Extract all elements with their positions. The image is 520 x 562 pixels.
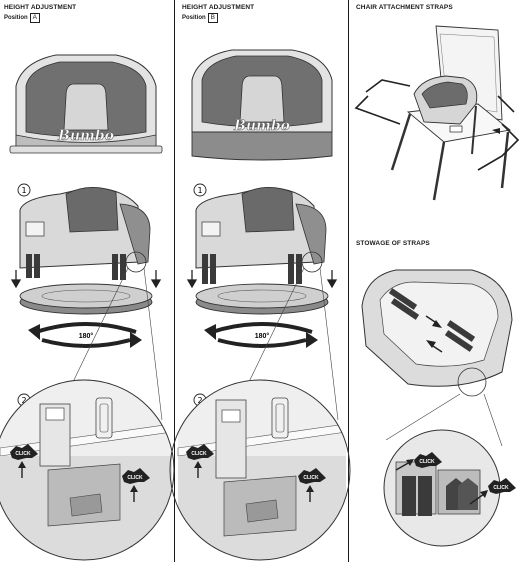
click-badge-left: CLICK <box>186 444 214 478</box>
click-badge-left: CLICK <box>10 444 38 478</box>
click-label: CLICK <box>419 459 435 465</box>
zoom-detail-circle <box>169 379 351 561</box>
click-label: CLICK <box>191 451 207 457</box>
click-badge-right: CLICK <box>469 478 516 505</box>
seat-side-view <box>19 187 151 280</box>
step-2-number: 2 <box>197 396 202 405</box>
rotation-label: 180° <box>255 332 270 340</box>
position-value-box: B <box>207 13 219 23</box>
panel-b-illustration: Bumbo 1 <box>169 49 351 561</box>
position-indicator: Position A <box>4 13 41 23</box>
column-divider-1 <box>174 0 175 562</box>
step-1-number: 1 <box>197 186 202 195</box>
rotate-180-arrow: 180° <box>204 322 318 348</box>
step-2-number: 2 <box>21 396 26 405</box>
seat-side-view <box>195 187 327 284</box>
panel-title: HEIGHT ADJUSTMENT <box>4 4 77 11</box>
height-adjustment-panel-a: HEIGHT ADJUSTMENT Position A Bumbo 1 <box>0 0 175 562</box>
rotation-label: 180° <box>79 332 94 340</box>
zoom-detail-circle <box>0 379 175 561</box>
brand-logo: Bumbo <box>57 128 114 144</box>
panel-title: HEIGHT ADJUSTMENT <box>182 4 255 11</box>
straps-panel: CHAIR ATTACHMENT STRAPS STOWAGE OF STRAP <box>352 0 520 562</box>
zoom-line <box>143 267 163 421</box>
position-indicator: Position B <box>182 13 219 23</box>
click-badge-top: CLICK <box>395 452 442 471</box>
zoom-line <box>385 393 461 441</box>
click-label: CLICK <box>127 475 143 481</box>
position-label: Position <box>4 15 28 21</box>
chair-with-seat <box>354 25 520 201</box>
click-badge-right: CLICK <box>298 468 326 502</box>
zoom-line <box>71 267 129 385</box>
step-1-marker: 1 <box>17 183 31 197</box>
rotate-180-arrow: 180° <box>28 322 142 348</box>
seat-base-plate <box>19 283 153 315</box>
click-label: CLICK <box>303 475 319 481</box>
zoom-line <box>247 267 305 385</box>
zoom-line <box>483 393 503 447</box>
click-label: CLICK <box>15 451 31 457</box>
step-1-marker: 1 <box>193 183 207 197</box>
stowage-zoom-circle <box>383 429 501 547</box>
click-label: CLICK <box>493 485 509 491</box>
seat-top-view: Bumbo <box>191 49 333 161</box>
zoom-line <box>319 267 339 421</box>
seat-base-plate <box>195 283 329 315</box>
position-label: Position <box>182 15 206 21</box>
down-arrows <box>186 270 338 289</box>
click-badge-right: CLICK <box>122 468 150 502</box>
straps-illustration <box>354 25 520 201</box>
chair-straps-title: CHAIR ATTACHMENT STRAPS <box>356 4 453 11</box>
seat-underside-view <box>361 269 513 397</box>
brand-logo: Bumbo <box>233 118 290 134</box>
stowage-illustration: CLICK CLICK <box>361 269 516 547</box>
step-1-number: 1 <box>21 186 26 195</box>
seat-top-view: Bumbo <box>9 54 163 154</box>
panel-a-illustration: Bumbo 1 <box>0 54 175 561</box>
column-divider-2 <box>348 0 349 562</box>
position-value-box: A <box>29 13 41 23</box>
stowage-title: STOWAGE OF STRAPS <box>356 240 430 247</box>
down-arrows <box>10 270 162 289</box>
height-adjustment-panel-b: HEIGHT ADJUSTMENT Position B Bumbo 1 <box>169 0 351 562</box>
